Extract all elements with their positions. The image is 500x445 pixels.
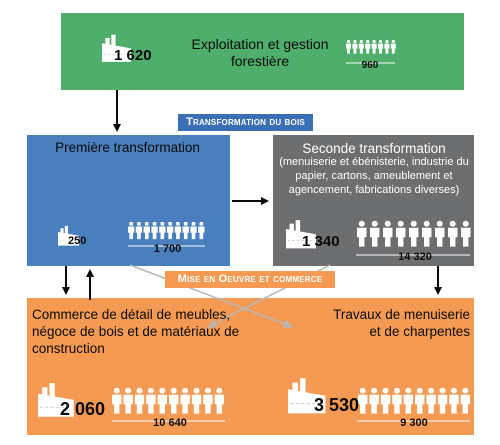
person-icon: [365, 39, 371, 54]
person-icon: [112, 387, 122, 414]
commerce-banner: Mise en Oeuvre et commerce: [165, 271, 335, 288]
person-icon: [390, 39, 396, 54]
person-icon: [146, 387, 156, 414]
travaux-employees: 9 300: [400, 417, 428, 429]
person-icon: [426, 387, 436, 414]
person-icon: [409, 220, 419, 247]
person-icon: [448, 220, 458, 247]
person-icon: [422, 220, 432, 247]
people-icons-commerce: [112, 387, 225, 414]
person-icon: [169, 387, 179, 414]
people-icons-top: [346, 39, 396, 54]
person-icon: [151, 221, 158, 240]
person-icon: [128, 221, 135, 240]
person-icon: [369, 387, 379, 414]
person-icon: [461, 220, 471, 247]
person-icon: [415, 387, 425, 414]
person-icon: [123, 387, 133, 414]
second-transformation-title: Seconde transformation: [302, 141, 446, 156]
travaux-title: Travaux de menuiserie et de charpentes: [333, 307, 470, 339]
cross-arrow-1: [129, 264, 293, 329]
commerce-employees: 10 640: [153, 417, 187, 429]
person-icon: [134, 387, 145, 414]
person-icon: [358, 387, 368, 414]
forestry-establishments: 1 620: [114, 47, 152, 64]
commerce-title: Commerce de détail de meubles, négoce de…: [32, 307, 240, 356]
first-transformation-title: Première transformation: [55, 140, 200, 155]
forestry-employees: 960: [361, 60, 379, 71]
person-icon: [435, 220, 445, 247]
person-icon: [357, 220, 367, 247]
person-icon: [190, 221, 197, 240]
person-icon: [396, 220, 406, 247]
people-icons-travaux: [358, 387, 471, 414]
first-employees: 1 700: [153, 243, 182, 255]
person-icon: [370, 220, 380, 247]
person-icon: [182, 221, 189, 240]
second-establishments: 1 340: [302, 233, 340, 250]
person-icon: [378, 39, 384, 54]
travaux-establishments: 3 530: [314, 395, 360, 415]
person-icon: [159, 221, 166, 240]
person-icon: [460, 387, 471, 414]
person-icon: [143, 221, 150, 240]
person-icon: [180, 387, 190, 414]
person-icon: [358, 39, 364, 54]
second-employees: 14 320: [398, 251, 432, 263]
people-icons-first: [128, 221, 205, 240]
person-icon: [214, 387, 225, 414]
person-icon: [157, 387, 168, 414]
person-icon: [135, 221, 143, 240]
person-icon: [191, 387, 202, 414]
person-icon: [380, 387, 391, 414]
person-icon: [198, 221, 205, 240]
person-icon: [371, 39, 377, 54]
person-icon: [346, 39, 352, 54]
commerce-establishments: 2 060: [60, 399, 106, 419]
first-establishments: 250: [68, 235, 87, 247]
person-icon: [174, 221, 182, 240]
person-icon: [203, 387, 213, 414]
person-icon: [167, 221, 174, 240]
person-icon: [352, 39, 358, 54]
person-icon: [384, 39, 390, 54]
person-icon: [449, 387, 459, 414]
person-icon: [383, 220, 393, 247]
person-icon: [403, 387, 414, 414]
second-transformation-subtitle: (menuiserie et ébénisterie, industrie du…: [279, 156, 469, 196]
forestry-title: Exploitation et gestion forestière: [191, 36, 329, 69]
people-icons-second: [357, 220, 471, 247]
person-icon: [437, 387, 448, 414]
person-icon: [392, 387, 402, 414]
transformation-banner: Transformation du bois: [178, 114, 313, 131]
